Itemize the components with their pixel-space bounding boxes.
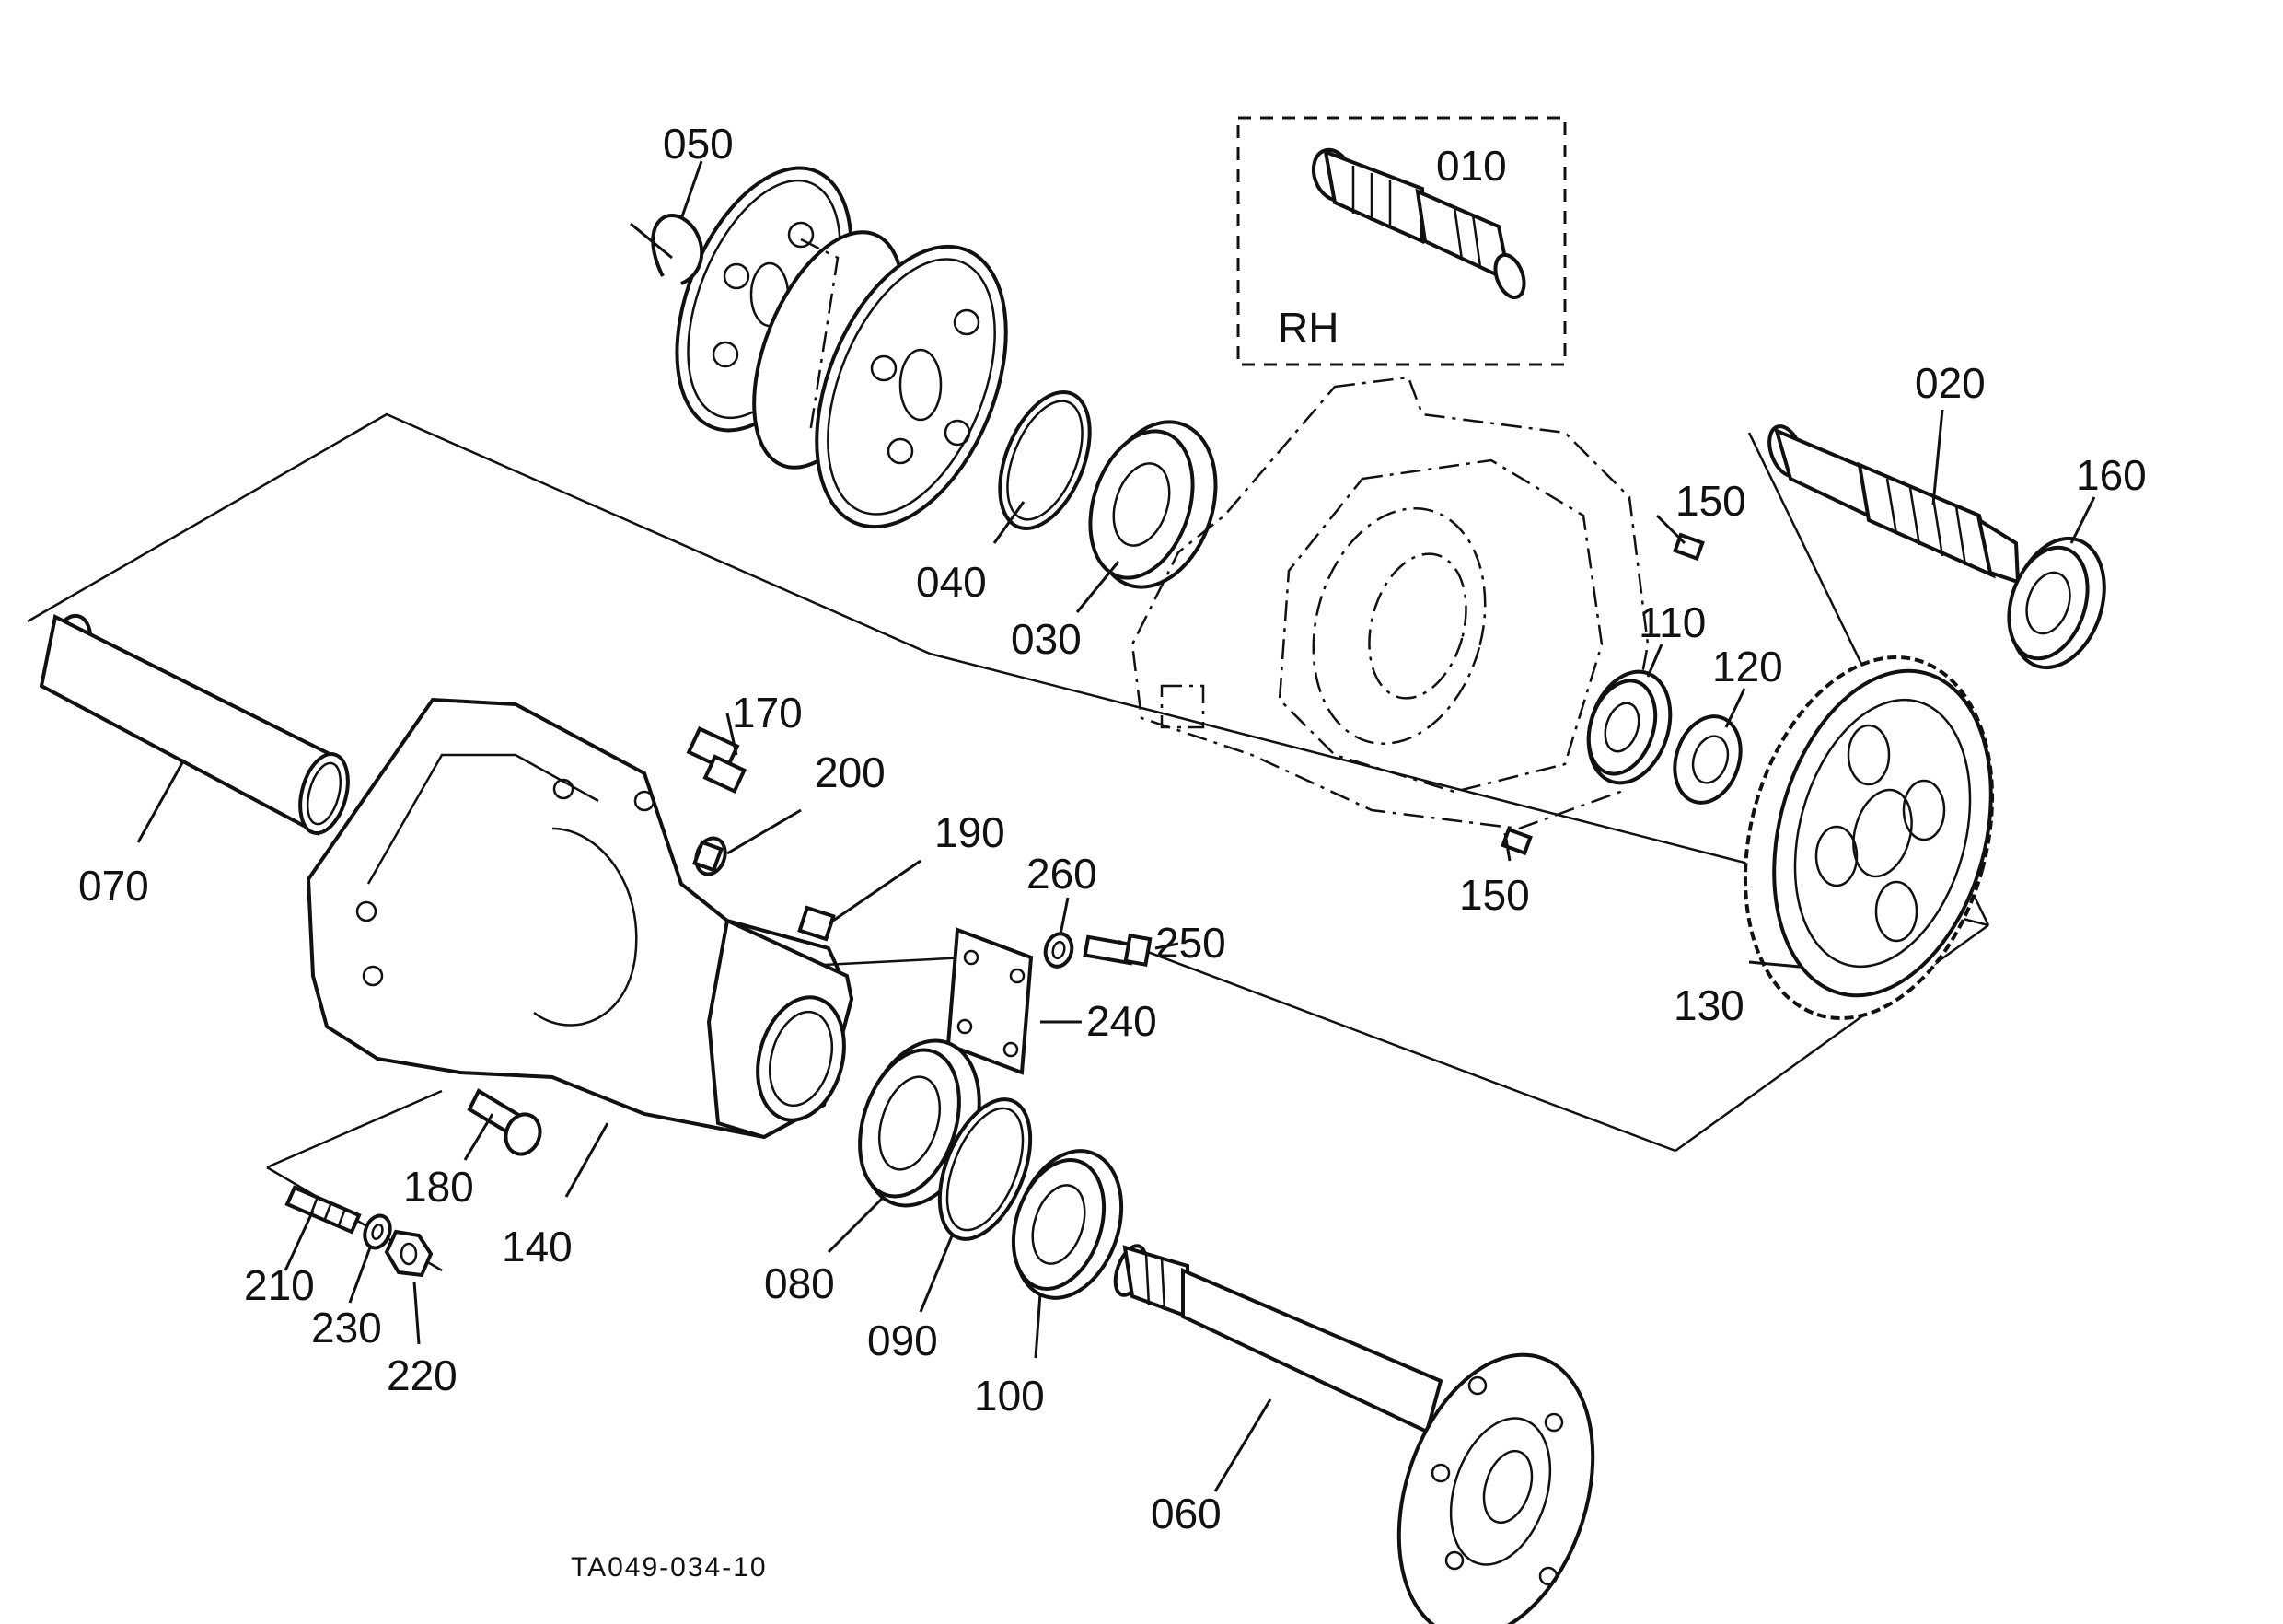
part-label-080: 080 [764,1259,835,1307]
part-label-120: 120 [1712,643,1783,690]
brake-disc-assembly [675,166,1008,529]
bearing-030-drawing [1088,420,1218,589]
collar-120-drawing [1673,714,1743,805]
part-label-260: 260 [1026,850,1097,898]
axle-tube-070-drawing [39,613,350,837]
part-label-030: 030 [1011,615,1082,663]
bearing-110-drawing [1586,669,1673,785]
seal-100-drawing [1011,1149,1124,1300]
part-label-170: 170 [732,689,803,737]
part-label-160: 160 [2076,451,2147,499]
part-label-060: 060 [1151,1490,1222,1537]
axle-case-140-drawing [306,697,854,1140]
part-label-150-upper: 150 [1675,477,1746,525]
inset-label-rh: RH [1278,304,1339,352]
axle-shaft-060-drawing [1113,1244,1595,1624]
shaft-020-drawing [1767,424,2021,585]
rh-inset: RH 010 [1236,116,1567,366]
bolt-250-drawing [1083,933,1153,968]
part-label-090: 090 [867,1317,938,1364]
part-label-010: 010 [1436,142,1507,190]
drawing-code: TA049-034-10 [571,1552,768,1583]
part-label-130: 130 [1674,981,1744,1029]
part-label-220: 220 [387,1351,458,1399]
part-label-140: 140 [502,1223,573,1270]
washer-230-drawing [363,1213,392,1250]
washer-260-drawing [1043,932,1074,969]
snap-ring-090-drawing [937,1097,1033,1241]
part-label-050: 050 [663,120,734,168]
part-label-020: 020 [1915,359,1986,407]
plug-190-drawing [797,905,836,942]
part-label-250: 250 [1155,919,1226,967]
part-label-040: 040 [916,558,987,606]
bolt-180-drawing [467,1088,542,1156]
plate-240-drawing [945,927,1034,1075]
part-label-240: 240 [1086,997,1157,1045]
part-label-180: 180 [403,1163,474,1211]
washer-200-drawing [691,836,727,876]
nut-220-drawing [384,1229,434,1278]
snap-ring-040-drawing [998,389,1092,531]
part-label-110: 110 [1639,598,1706,646]
part-label-190: 190 [934,808,1005,856]
stud-210-drawing [284,1185,362,1235]
part-label-230: 230 [311,1304,382,1351]
part-label-150-lower: 150 [1459,871,1530,919]
brake-housing-drawing [1130,376,1650,830]
part-label-210: 210 [244,1261,315,1309]
circlip-050-drawing [630,214,704,285]
gear-130-drawing [1743,655,1995,1021]
part-label-200: 200 [815,748,886,796]
bolt-170-drawing [686,725,747,795]
bearing-160-drawing [2007,536,2106,670]
part-label-100: 100 [974,1372,1045,1420]
part-label-070: 070 [78,862,149,910]
shaft-010-drawing [1311,147,1526,300]
